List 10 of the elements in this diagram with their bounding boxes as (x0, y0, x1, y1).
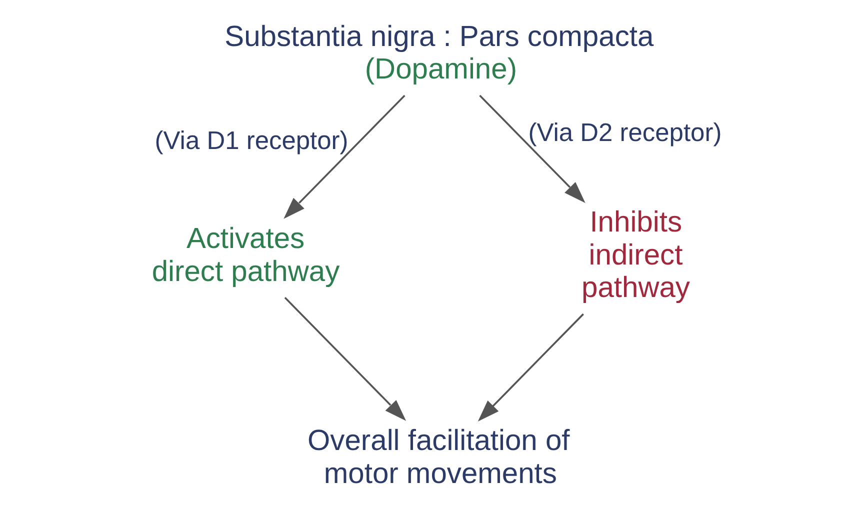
arrow (284, 94, 406, 219)
node-text: Overall facilitation of motor movements (308, 425, 570, 490)
node-text: Inhibits indirect pathway (582, 206, 690, 304)
edge-label: (Via D2 receptor) (528, 118, 722, 147)
node-text: Substantia nigra : Pars compacta (Dopamine) (224, 20, 654, 86)
arrow (478, 313, 584, 422)
arrow (284, 296, 406, 421)
node-text: Activates direct pathway (152, 223, 340, 288)
edge-label: (Via D1 receptor) (154, 127, 348, 156)
arrow (479, 94, 586, 203)
